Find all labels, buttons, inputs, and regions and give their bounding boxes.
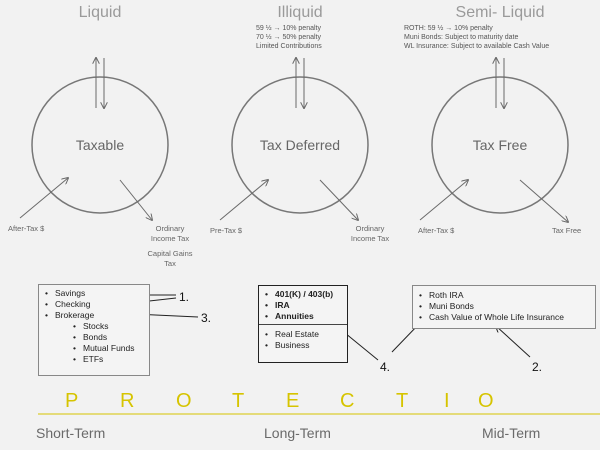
tax-free-accounts-box: •Roth IRA •Muni Bonds •Cash Value of Who… [412,285,596,329]
list-item: •Business [265,340,310,350]
list-item: •Stocks [73,321,109,331]
illiquid-accounts-box: •401(K) / 403(b) •IRA •Annuities •Real E… [258,285,348,363]
list-item: •Brokerage [45,310,95,320]
tax-deferred-label: Tax Deferred [259,137,341,153]
free-out-label: Tax Free [552,226,582,235]
note-line: ROTH: 59 ½ → 10% penalty [404,25,493,32]
marker-3: 3. [201,311,212,325]
list-item: •401(K) / 403(b) [265,289,334,299]
protection-banner: P R O T E C T I O N [65,390,494,412]
semi-liquid-notes: ROTH: 59 ½ → 10% penalty Muni Bonds: Sub… [404,24,549,51]
list-item: •IRA [265,300,290,310]
list-item: •Roth IRA [419,290,464,300]
note-line: Muni Bonds: Subject to maturity date [404,34,519,41]
list-item: •Cash Value of Whole Life Insurance [419,312,564,322]
short-term-label: Short-Term [36,425,106,441]
deferred-out-label: Ordinary Income Tax [350,224,390,243]
note-line: 59 ½ → 10% penalty [256,25,321,32]
list-item: •Muni Bonds [419,301,474,311]
taxable-out-label: Ordinary Income Tax Capital Gains Tax [147,224,193,268]
list-item: •Mutual Funds [73,343,135,353]
marker-1: 1. [179,290,190,304]
marker-4: 4. [380,360,391,374]
illiquid-notes: 59 ½ → 10% penalty 70 ½ → 50% penalty Li… [256,24,322,51]
deferred-in-label: Pre-Tax $ [210,226,243,235]
free-in-label: After-Tax $ [418,226,455,235]
note-line: 70 ½ → 50% penalty [256,34,321,41]
taxable-label: Taxable [75,137,125,153]
long-term-label: Long-Term [264,425,331,441]
note-line: WL Insurance: Subject to available Cash … [404,43,550,50]
mid-term-label: Mid-Term [482,425,541,441]
marker-2: 2. [532,360,543,374]
semi-liquid-title: Semi- Liquid [455,4,545,21]
taxable-in-label: After-Tax $ [8,224,45,233]
list-item: •Checking [45,299,91,309]
liquid-accounts-box: •Savings •Checking •Brokerage •Stocks •B… [38,284,150,376]
list-item: •Real Estate [265,329,319,339]
illiquid-title: Illiquid [277,4,323,21]
note-line: Limited Contributions [256,43,322,50]
tax-free-label: Tax Free [472,137,528,153]
list-item: •Bonds [73,332,108,342]
list-item: •ETFs [73,354,104,364]
list-item: •Annuities [265,311,314,321]
liquid-title: Liquid [78,4,122,21]
list-item: •Savings [45,288,86,298]
